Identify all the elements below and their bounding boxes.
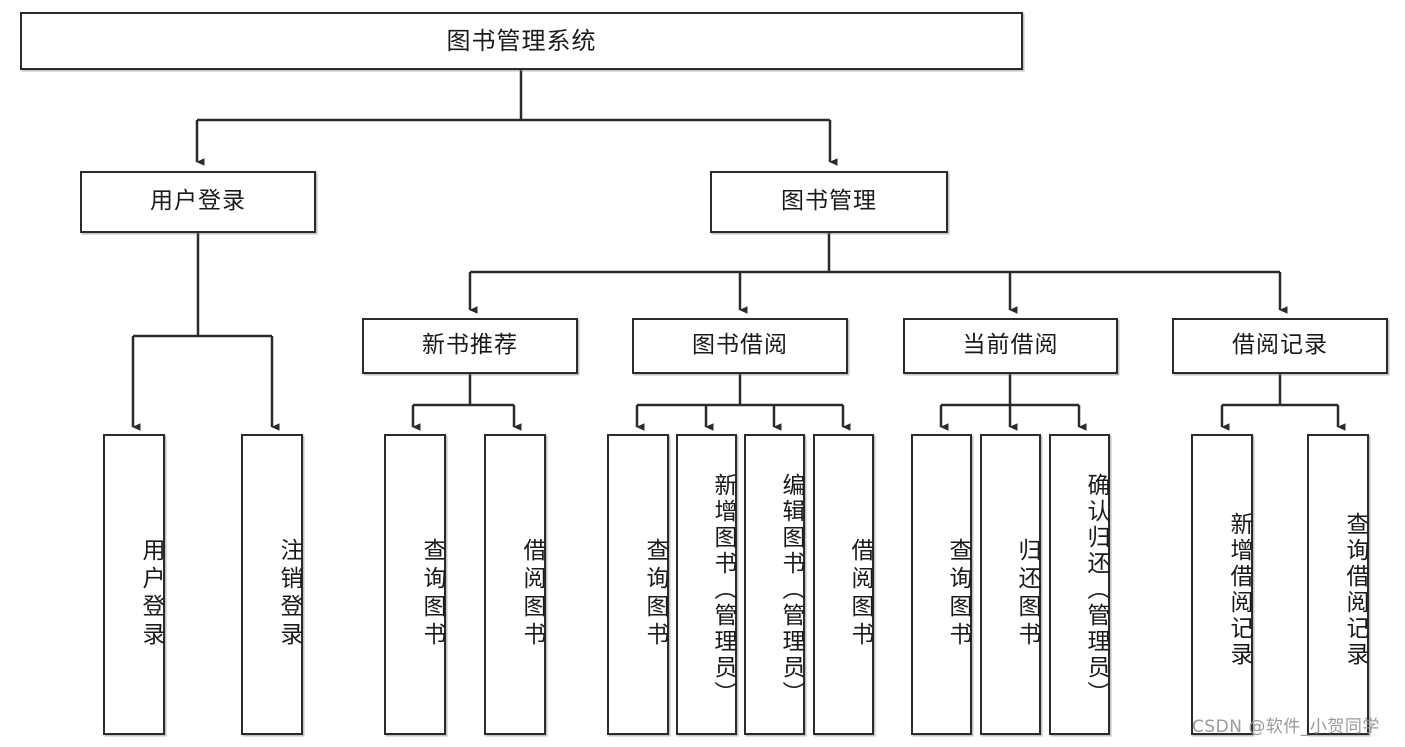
node-label: 图书借阅 [692, 332, 788, 359]
node-book-management[interactable]: 图书管理 [710, 171, 948, 233]
node-label: 编辑图书（管理员） [778, 472, 804, 707]
leaf-borrow-borrow-book[interactable]: 借阅图书 [813, 434, 874, 735]
node-label: 注销登录 [276, 537, 302, 650]
node-label: 图书管理系统 [446, 26, 597, 55]
leaf-borrow-add-book-admin[interactable]: 新增图书（管理员） [676, 434, 737, 735]
leaf-current-return-book[interactable]: 归还图书 [980, 434, 1041, 735]
node-label: 归还图书 [1014, 537, 1040, 650]
edge-record-to-leaves [1220, 373, 1346, 431]
edge-current-to-leaves [939, 373, 1087, 431]
node-label: 借阅记录 [1232, 332, 1328, 359]
leaf-current-query-book[interactable]: 查询图书 [911, 434, 972, 735]
node-label: 新增图书（管理员） [710, 472, 736, 707]
leaf-new-book-query-book[interactable]: 查询图书 [384, 434, 446, 735]
leaf-new-book-borrow-book[interactable]: 借阅图书 [484, 434, 546, 735]
leaf-borrow-query-book[interactable]: 查询图书 [607, 434, 669, 735]
csdn-watermark: CSDN @软件_小贺同学 [1192, 717, 1380, 737]
leaf-user-login[interactable]: 用户登录 [103, 434, 165, 735]
edge-book-mgmt-to-level3 [468, 233, 1288, 314]
node-label: 查询图书 [419, 537, 445, 650]
node-label: 查询借阅记录 [1342, 511, 1368, 668]
node-new-book-recommend[interactable]: 新书推荐 [362, 318, 578, 374]
edge-root-to-level2 [195, 70, 838, 166]
leaf-record-query-record[interactable]: 查询借阅记录 [1307, 434, 1369, 735]
node-label: 用户登录 [138, 537, 164, 650]
edge-user-login-to-leaves [131, 233, 280, 431]
node-label: 新书推荐 [422, 332, 518, 359]
node-book-borrow[interactable]: 图书借阅 [632, 318, 848, 374]
leaf-current-confirm-return-admin[interactable]: 确认归还（管理员） [1049, 434, 1110, 735]
node-label: 当前借阅 [962, 332, 1059, 359]
node-label: 借阅图书 [519, 537, 545, 650]
node-label: 借阅图书 [847, 537, 873, 650]
leaf-record-add-record[interactable]: 新增借阅记录 [1191, 434, 1253, 735]
node-label: 查询图书 [945, 537, 971, 650]
leaf-logout[interactable]: 注销登录 [241, 434, 303, 735]
edge-new-book-to-leaves [411, 373, 522, 431]
leaf-borrow-edit-book-admin[interactable]: 编辑图书（管理员） [744, 434, 805, 735]
node-label: 查询图书 [642, 537, 668, 650]
node-borrow-record[interactable]: 借阅记录 [1172, 318, 1388, 374]
node-root-library-system[interactable]: 图书管理系统 [20, 12, 1023, 70]
node-current-borrow[interactable]: 当前借阅 [903, 318, 1118, 374]
edge-borrow-to-leaves [635, 373, 851, 431]
node-user-login[interactable]: 用户登录 [80, 171, 316, 233]
node-label: 新增借阅记录 [1226, 511, 1252, 668]
node-label: 确认归还（管理员） [1083, 472, 1109, 707]
node-label: 用户登录 [150, 188, 246, 215]
node-label: 图书管理 [781, 188, 877, 215]
